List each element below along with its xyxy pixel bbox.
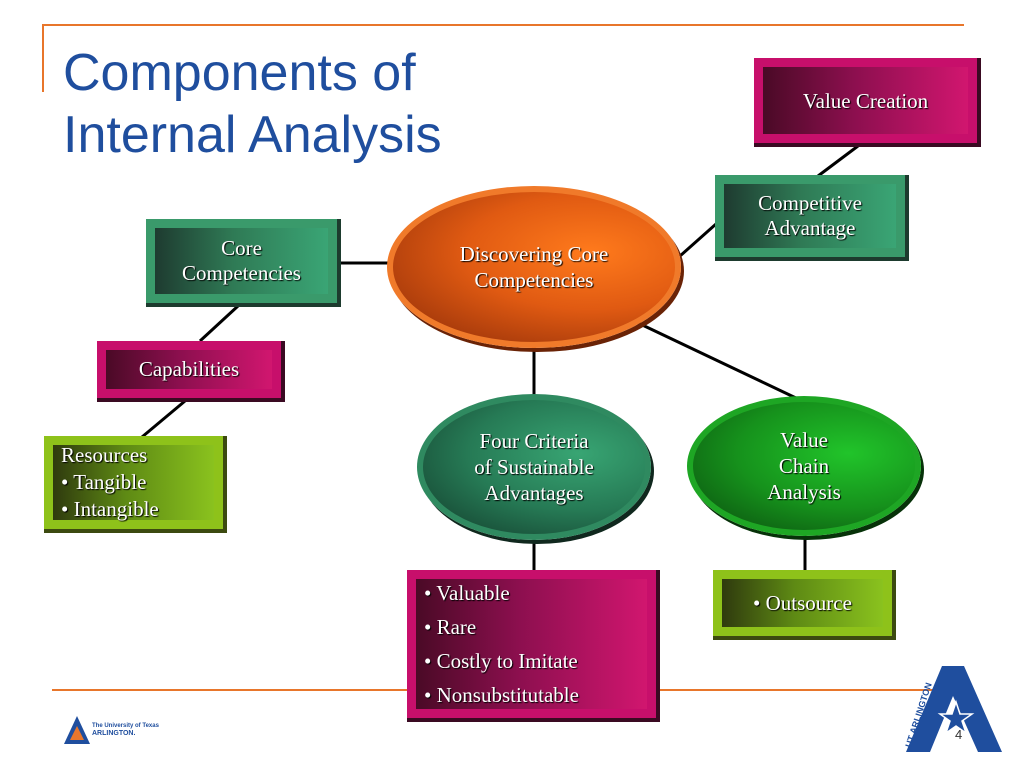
four-criteria-ellipse: Four Criteria of Sustainable Advantages [417,394,651,540]
uta-a-inner-icon [70,726,84,740]
top-rule [42,24,964,26]
resources-heading: Resources [61,443,148,467]
core-competencies-label: Core Competencies [155,228,328,294]
competitive-advantage-box: Competitive Advantage [715,175,909,261]
uta-logo-large: UT ARLINGTON [903,666,1002,752]
line-capabilities-to-resources [141,399,186,439]
outsource-box: • Outsource [713,570,896,640]
value-creation-label: Value Creation [763,67,968,134]
discovering-core-competencies-ellipse: Discovering Core Competencies [387,186,681,348]
criteria-item: • Costly to Imitate [424,649,578,673]
line-core-to-capabilities [198,304,240,343]
line-center-to-advantage [679,222,717,258]
star-icon [937,699,975,735]
page-number: 4 [955,727,963,742]
left-rule [42,24,44,92]
outsource-label: • Outsource [722,579,883,627]
title-line-1: Components of [63,44,416,102]
competitive-advantage-label: Competitive Advantage [724,184,896,248]
slide-title: Components of Internal Analysis [63,42,442,166]
value-creation-box: Value Creation [754,58,981,147]
line-center-to-value-chain [635,320,797,400]
criteria-item: • Rare [424,615,477,639]
criteria-items-list: • Valuable • Rare • Costly to Imitate • … [416,579,647,709]
line-advantage-to-value-creation [817,144,859,178]
resources-item: • Tangible [61,470,147,494]
criteria-item: • Nonsubstitutable [424,683,579,707]
value-chain-analysis-ellipse: Value Chain Analysis [687,396,921,536]
criteria-items-box: • Valuable • Rare • Costly to Imitate • … [407,570,660,722]
resources-item: • Intangible [61,497,159,521]
resources-content: Resources • Tangible • Intangible [53,443,214,521]
resources-box: Resources • Tangible • Intangible [44,436,227,533]
title-line-2: Internal Analysis [63,106,442,164]
criteria-item: • Valuable [424,581,510,605]
capabilities-label: Capabilities [106,350,272,389]
uta-logo-small: The University of Texas ARLINGTON. [64,716,159,746]
core-competencies-box: Core Competencies [146,219,341,307]
capabilities-box: Capabilities [97,341,285,402]
